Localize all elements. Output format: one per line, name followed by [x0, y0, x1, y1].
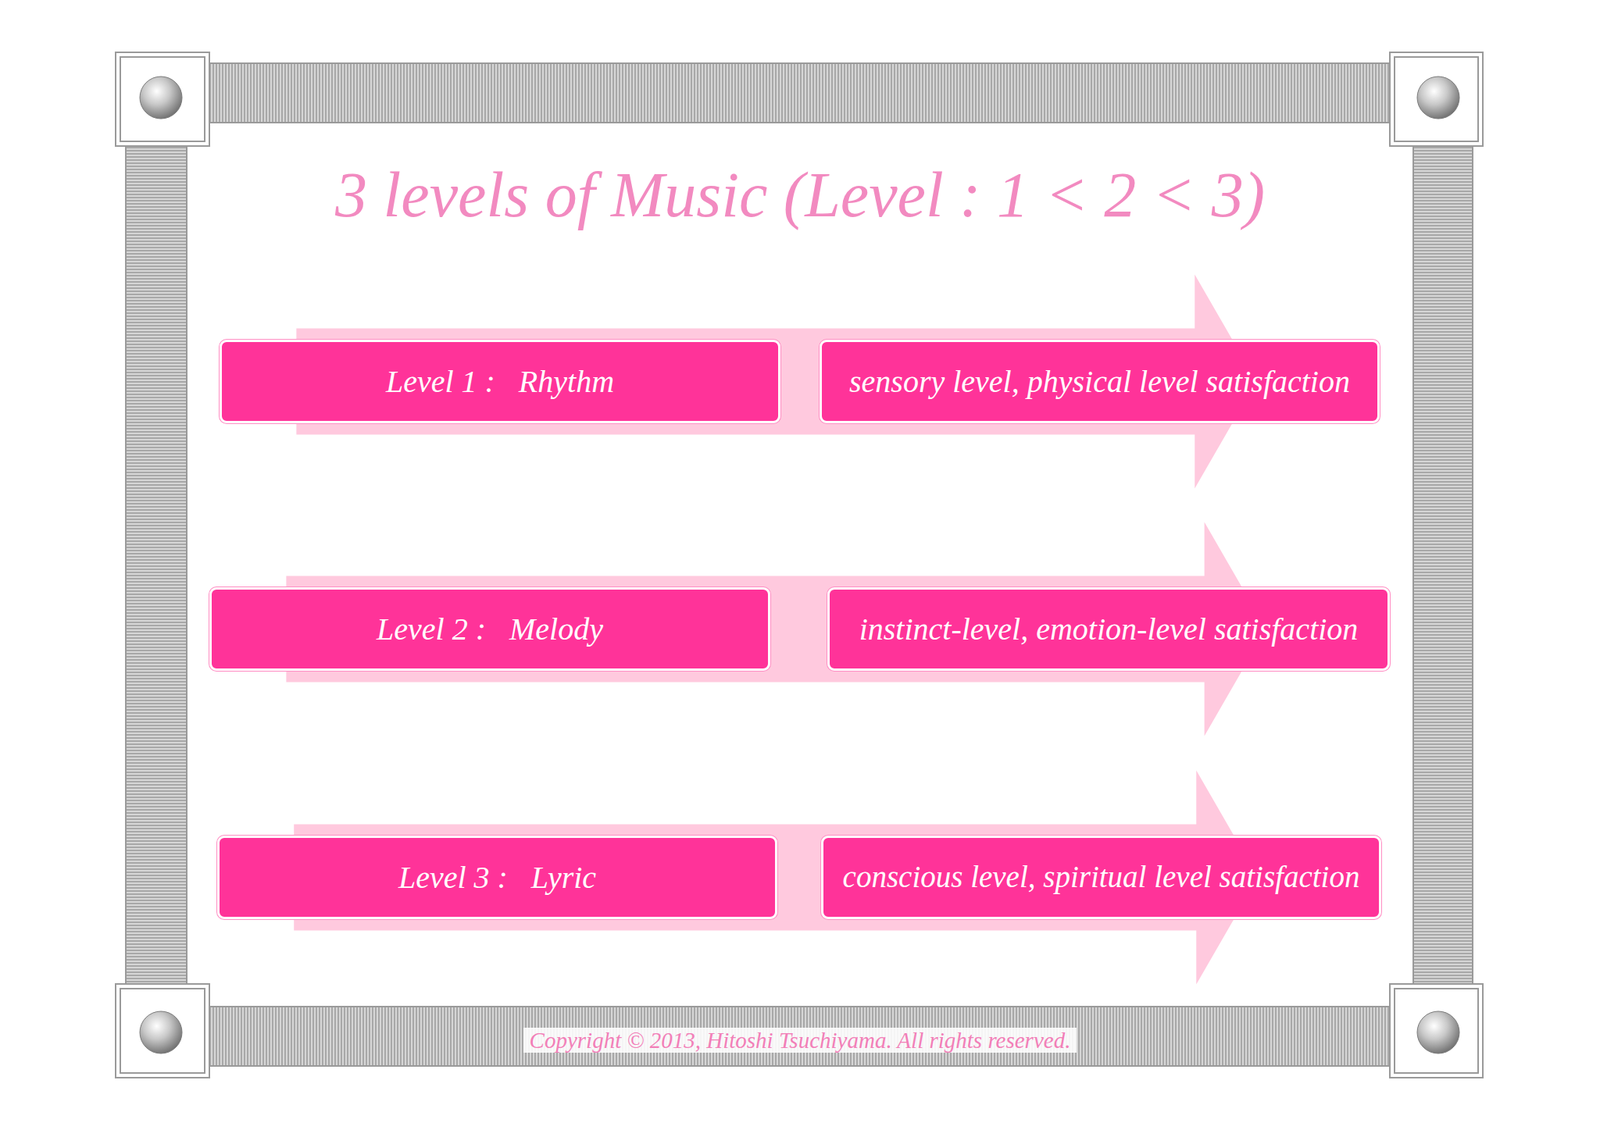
satisfaction-box: conscious level, spiritual level satisfa…	[821, 835, 1382, 920]
level-box: Level 2 : Melody	[209, 587, 771, 672]
satisfaction-box: instinct-level, emotion-level satisfacti…	[827, 587, 1390, 672]
satisfaction-box: sensory level, physical level satisfacti…	[819, 339, 1380, 424]
copyright-note-row: Copyright © 2013, Hitoshi Tsuchiyama. Al…	[0, 1028, 1600, 1054]
box-label: instinct-level, emotion-level satisfacti…	[859, 612, 1359, 647]
box-label: Level 2 : Melody	[376, 612, 604, 647]
box-label: Level 1 : Rhythm	[385, 364, 615, 400]
frame-bars	[125, 63, 1473, 1067]
corner-brackets	[115, 52, 1483, 1079]
diagram-title: 3 levels of Music (Level : 1 < 2 < 3)	[234, 160, 1366, 231]
level-box: Level 1 : Rhythm	[219, 339, 781, 424]
copyright-note: Copyright © 2013, Hitoshi Tsuchiyama. Al…	[523, 1028, 1078, 1054]
rivet-balls	[139, 76, 1460, 1054]
level-box: Level 3 : Lyric	[217, 835, 778, 920]
box-label: Level 3 : Lyric	[398, 860, 597, 896]
box-label: conscious level, spiritual level satisfa…	[842, 860, 1361, 895]
box-label: sensory level, physical level satisfacti…	[849, 364, 1350, 400]
